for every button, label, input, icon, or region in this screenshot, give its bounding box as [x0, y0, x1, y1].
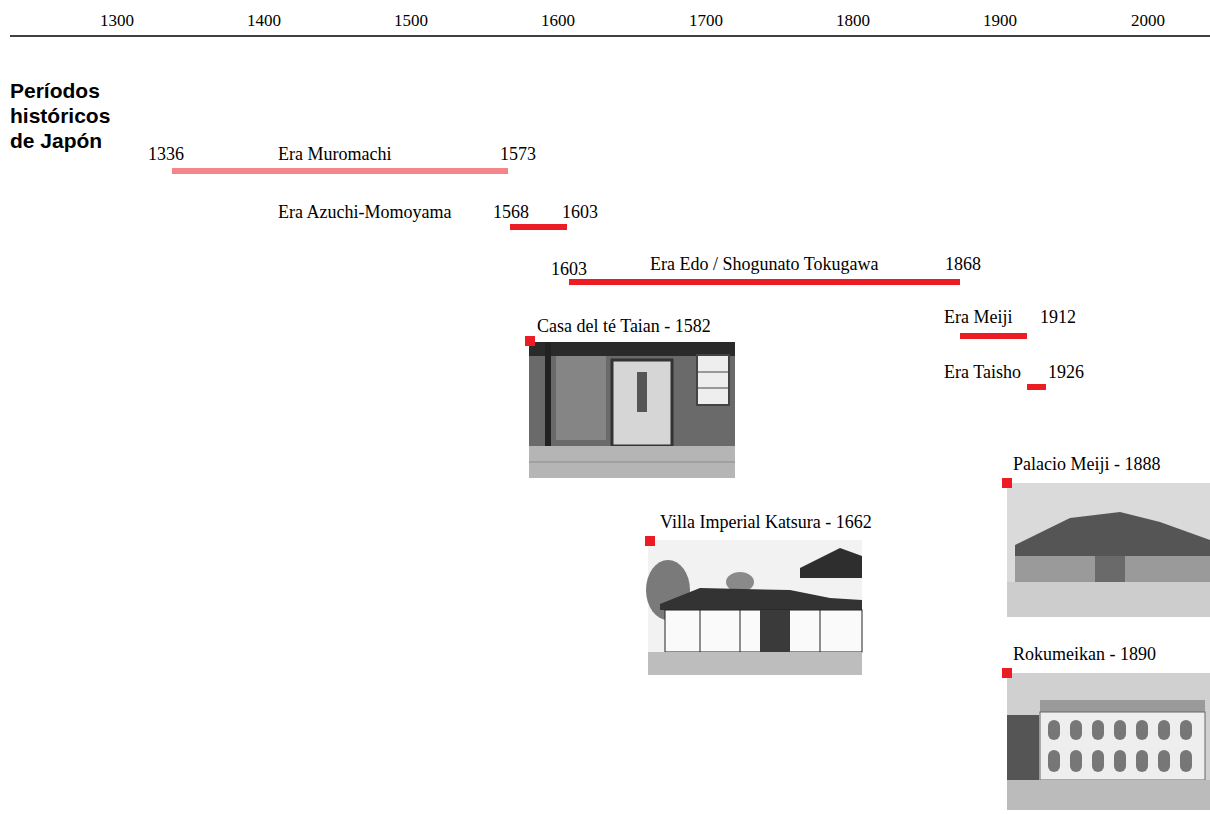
building-label: Casa del té Taian - 1582: [537, 317, 711, 335]
building-label: Villa Imperial Katsura - 1662: [660, 513, 872, 531]
photo-facade: [1040, 712, 1205, 780]
period-name: Era Muromachi: [278, 145, 391, 163]
taian-photo: [529, 342, 735, 478]
photo-tree: [1007, 715, 1039, 785]
photo-window: [697, 355, 729, 405]
photo-arch: [1092, 750, 1104, 772]
photo-arch: [1114, 750, 1126, 772]
photo-tatami-edge: [529, 462, 735, 463]
photo-window-bar: [697, 372, 729, 373]
photo-arch: [1158, 750, 1170, 772]
photo-roof: [800, 548, 862, 578]
time-axis: [10, 35, 1210, 37]
photo-wall: [1015, 556, 1210, 582]
photo-ground: [1007, 483, 1210, 617]
photo-roof: [1015, 512, 1210, 556]
marker-square: [1002, 668, 1012, 678]
photo-arches: [1048, 720, 1192, 772]
photo-ceiling: [529, 342, 735, 356]
year-label: 1603: [551, 260, 587, 278]
rokumeikan-photo: [1007, 673, 1210, 810]
photo-arch: [1070, 720, 1082, 740]
photo-window-bar: [697, 388, 729, 389]
axis-year: 1800: [836, 12, 870, 29]
photo-roof: [1040, 700, 1205, 712]
photo-ground: [648, 540, 862, 675]
photo-wall: [665, 610, 862, 652]
period-name: Era Edo / Shogunato Tokugawa: [650, 255, 878, 273]
axis-year: 1400: [247, 12, 281, 29]
axis-year: 1900: [983, 12, 1017, 29]
axis-year: 1600: [541, 12, 575, 29]
axis-year: 1500: [394, 12, 428, 29]
photo-tatami: [529, 446, 735, 478]
photo-arch: [1092, 720, 1104, 740]
photo-alcove: [612, 360, 672, 446]
year-label: 1912: [1040, 308, 1076, 326]
photo-arch: [1048, 750, 1060, 772]
marker-square: [1002, 478, 1012, 488]
axis-year: 1300: [100, 12, 134, 29]
photo-roof: [660, 588, 862, 610]
year-label: 1573: [500, 145, 536, 163]
photo-scroll: [637, 372, 647, 412]
chart-title: Períodos históricos de Japón: [10, 78, 132, 153]
photo-gravel: [648, 652, 862, 675]
photo-arch: [1180, 720, 1192, 740]
photo-arch: [1070, 750, 1082, 772]
photo-gate: [1095, 556, 1125, 582]
photo-ground: [529, 342, 735, 478]
year-label: 1568: [493, 203, 529, 221]
katsura-photo: [646, 540, 862, 675]
period-bar: [960, 333, 1027, 339]
photo-courtyard: [1007, 582, 1210, 617]
marker-square: [525, 336, 535, 346]
building-label: Rokumeikan - 1890: [1013, 645, 1156, 663]
year-label: 1603: [562, 203, 598, 221]
photo-wall: [556, 356, 606, 440]
period-bar: [172, 168, 508, 174]
period-bar: [510, 224, 567, 230]
marker-square: [645, 536, 655, 546]
photo-arch: [1136, 750, 1148, 772]
building-label: Palacio Meiji - 1888: [1013, 455, 1160, 473]
year-label: 1868: [945, 255, 981, 273]
photo-post: [700, 610, 701, 652]
photo-opening: [760, 610, 790, 652]
photo-arch: [1114, 720, 1126, 740]
photo-arch: [1136, 720, 1148, 740]
photo-post: [740, 610, 741, 652]
photo-arch: [1158, 720, 1170, 740]
photo-ground: [1007, 673, 1210, 810]
photo-arch: [1180, 750, 1192, 772]
year-label: 1336: [148, 145, 184, 163]
period-name: Era Meiji: [944, 308, 1012, 326]
period-bar: [1027, 384, 1046, 390]
photo-post: [820, 610, 821, 652]
palacio-meiji-photo: [1007, 483, 1210, 617]
period-bar: [569, 279, 960, 285]
photo-arch: [1048, 720, 1060, 740]
photo-yard: [1007, 780, 1210, 810]
period-name: Era Azuchi-Momoyama: [278, 203, 451, 221]
year-label: 1926: [1048, 363, 1084, 381]
axis-year: 1700: [689, 12, 723, 29]
axis-year: 2000: [1131, 12, 1165, 29]
period-name: Era Taisho: [944, 363, 1021, 381]
